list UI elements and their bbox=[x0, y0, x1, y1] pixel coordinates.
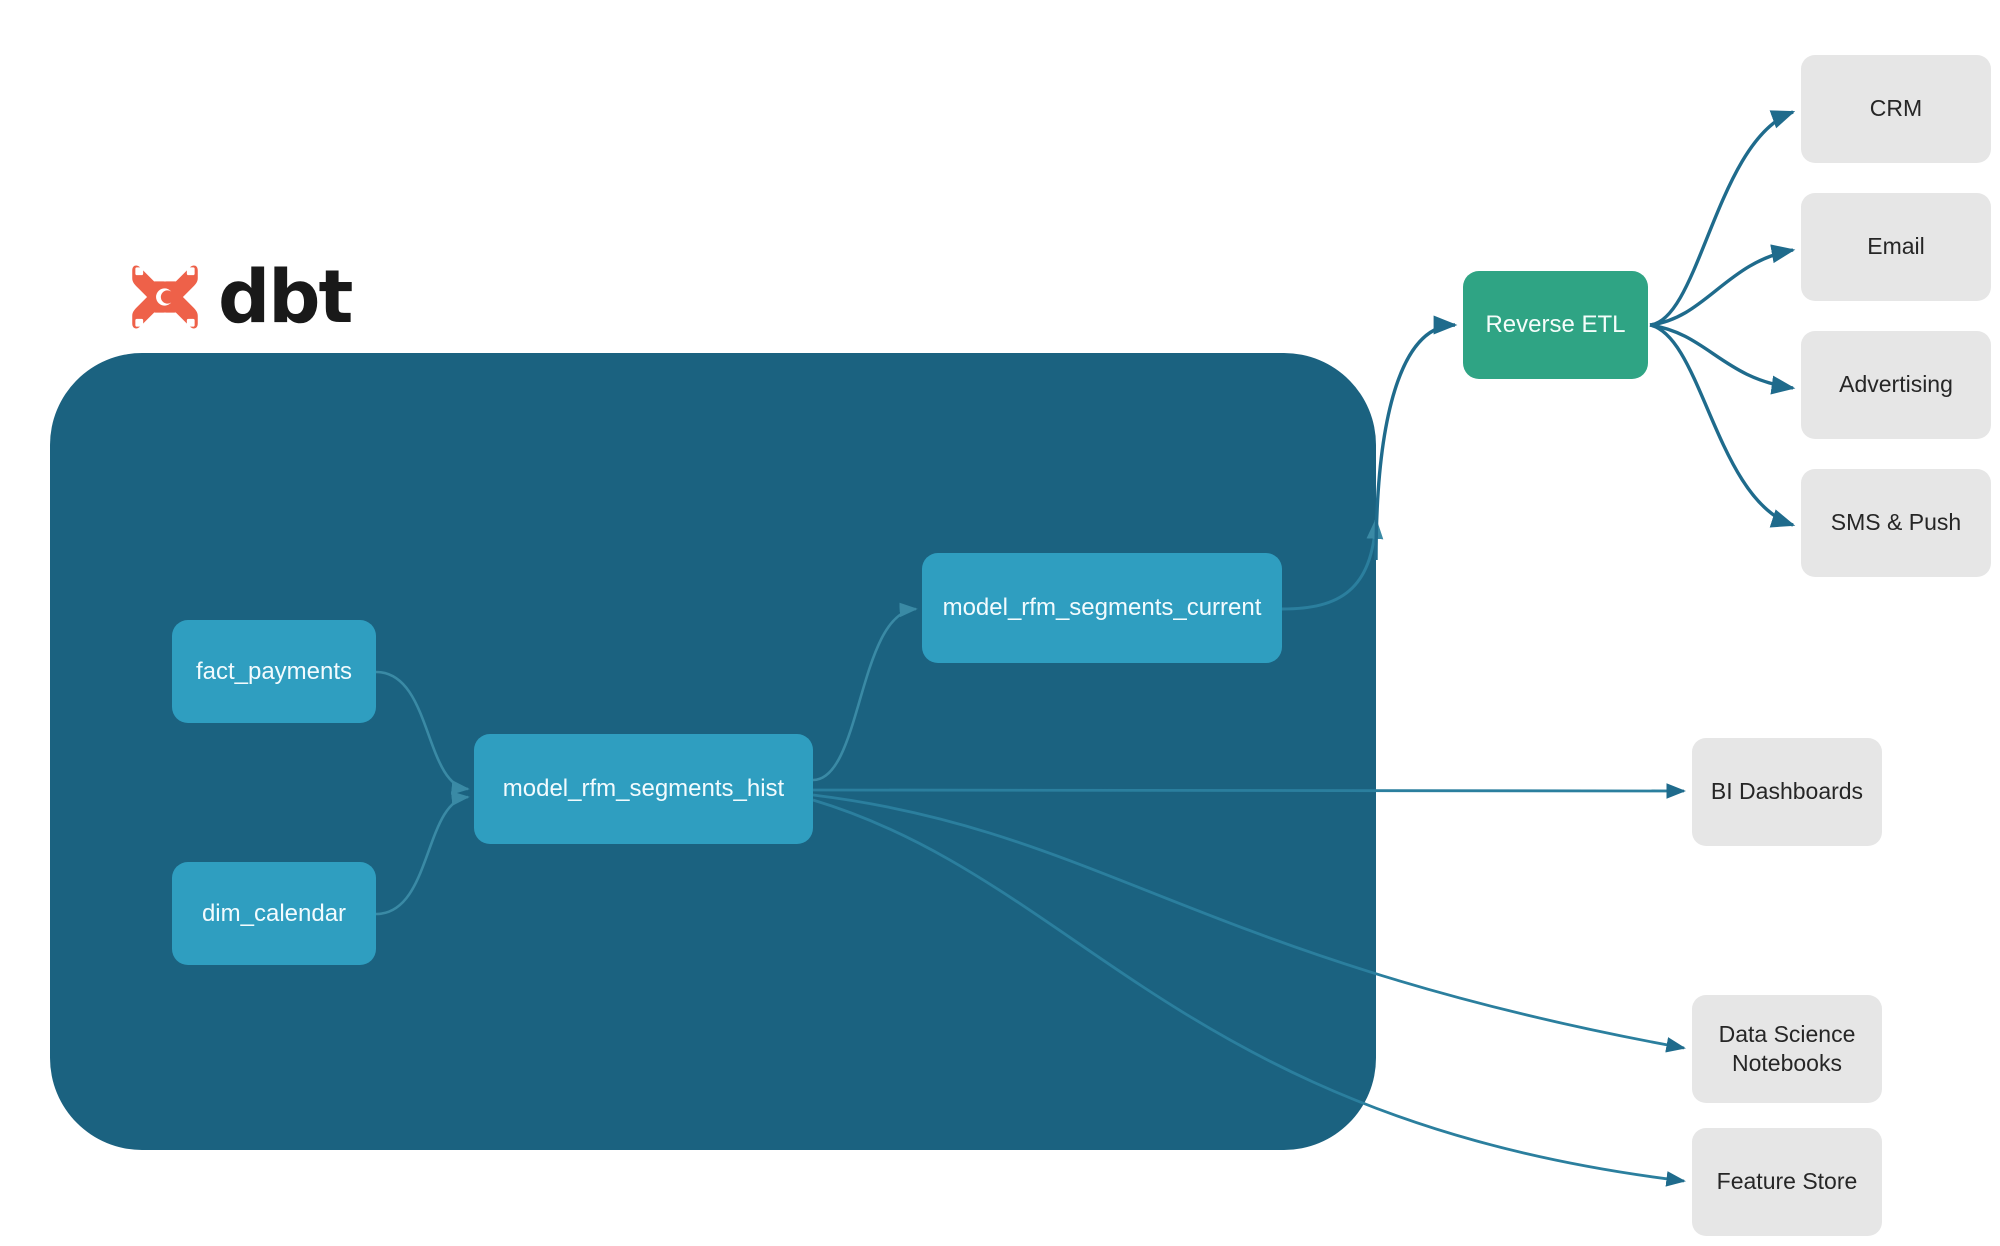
node-destination-bi-dashboards[interactable]: BI Dashboards bbox=[1692, 738, 1882, 846]
node-destination-crm[interactable]: CRM bbox=[1801, 55, 1991, 163]
edge-reverse-etl-to-sms-push bbox=[1649, 323, 1796, 528]
node-model-rfm-segments-current[interactable]: model_rfm_segments_current bbox=[922, 553, 1282, 663]
node-destination-advertising[interactable]: Advertising bbox=[1801, 331, 1991, 439]
edge-current-to-reverse-etl bbox=[1374, 315, 1458, 561]
node-destination-feature-store[interactable]: Feature Store bbox=[1692, 1128, 1882, 1236]
node-destination-sms-push[interactable]: SMS & Push bbox=[1801, 469, 1991, 577]
dbt-x-logo-icon bbox=[132, 265, 198, 329]
node-label: Reverse ETL bbox=[1485, 311, 1626, 338]
node-label: model_rfm_segments_current bbox=[942, 594, 1262, 621]
node-model-rfm-segments-hist[interactable]: model_rfm_segments_hist bbox=[474, 734, 813, 844]
node-label: fact_payments bbox=[195, 657, 353, 685]
node-label: CRM bbox=[1869, 95, 1923, 122]
node-label: dim_calendar bbox=[201, 899, 347, 927]
node-label: model_rfm_segments_hist bbox=[502, 775, 785, 802]
node-label: Advertising bbox=[1839, 371, 1953, 398]
edge-reverse-etl-to-advertising bbox=[1649, 323, 1796, 395]
edge-reverse-etl-to-email bbox=[1649, 244, 1796, 327]
node-label: BI Dashboards bbox=[1710, 778, 1864, 805]
dbt-logo: dbt bbox=[126, 254, 353, 340]
node-label: Email bbox=[1867, 233, 1925, 260]
dbt-wordmark: dbt bbox=[218, 254, 353, 340]
node-dim-calendar[interactable]: dim_calendar bbox=[172, 862, 376, 965]
edge-reverse-etl-to-crm bbox=[1649, 110, 1796, 327]
node-destination-email[interactable]: Email bbox=[1801, 193, 1991, 301]
node-label-line-2: Notebooks bbox=[1732, 1050, 1842, 1076]
node-reverse-etl[interactable]: Reverse ETL bbox=[1463, 271, 1648, 379]
node-label: SMS & Push bbox=[1830, 509, 1962, 536]
node-fact-payments[interactable]: fact_payments bbox=[172, 620, 376, 723]
node-label: Data Science Notebooks bbox=[1719, 1020, 1856, 1079]
node-label-line-1: Data Science bbox=[1718, 1020, 1856, 1047]
node-destination-data-science-notebooks[interactable]: Data Science Notebooks bbox=[1692, 995, 1882, 1103]
node-label: Feature Store bbox=[1716, 1168, 1858, 1195]
